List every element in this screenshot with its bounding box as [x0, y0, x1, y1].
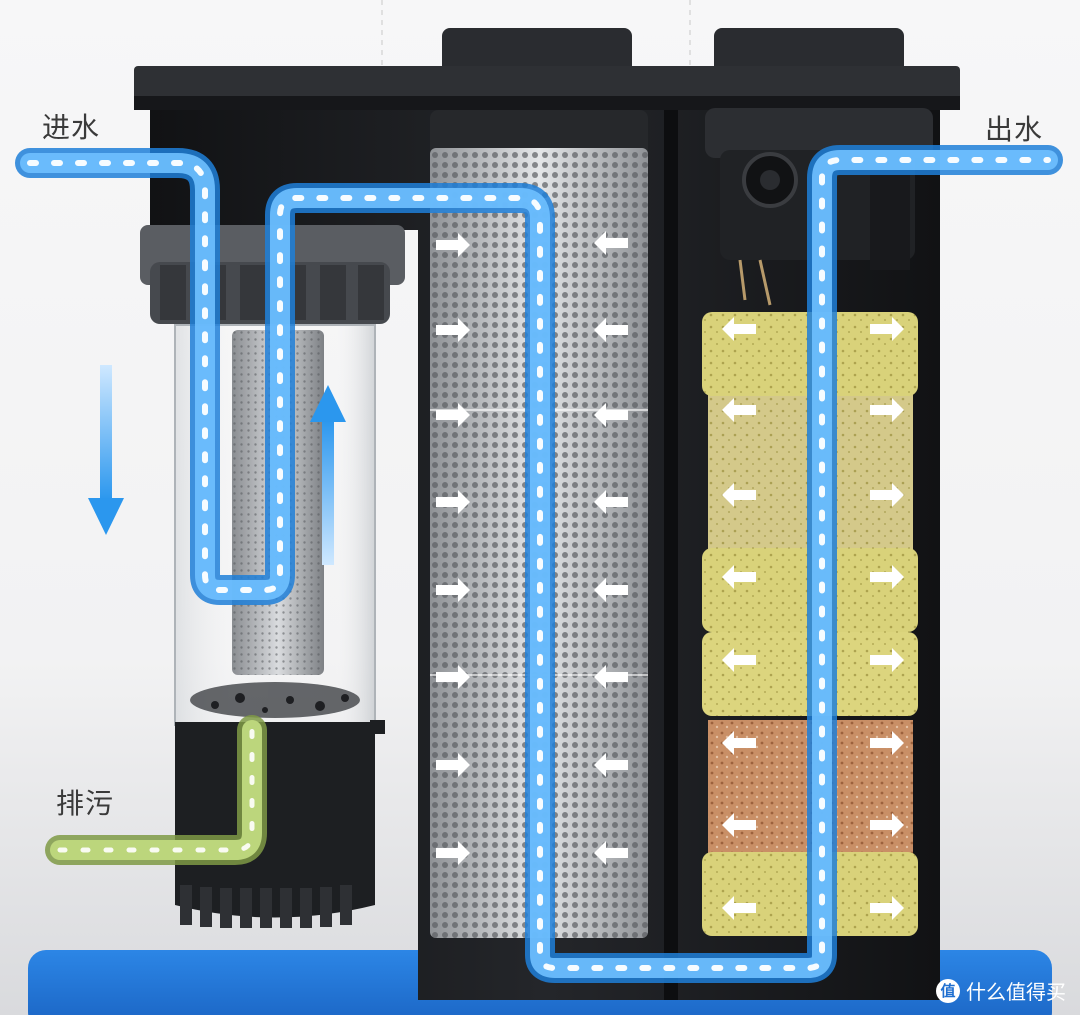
- drain-label: 排污: [56, 787, 115, 820]
- waste-flow-path: [45, 715, 267, 865]
- top-cap-left: [442, 28, 632, 74]
- watermark-badge-icon: 值: [936, 978, 960, 1003]
- outlet-label: 出水: [985, 113, 1044, 146]
- top-cap-right: [714, 28, 904, 74]
- media-flow-arrows: [722, 317, 904, 920]
- watermark-text: 什么值得买: [966, 980, 1066, 1004]
- watermark: 值 什么值得买: [936, 976, 1066, 1005]
- up-flow-arrow-icon: [310, 385, 346, 565]
- down-flow-arrow-icon: [88, 365, 124, 535]
- water-flow-path: [15, 145, 1063, 983]
- carbon-flow-arrows: [436, 231, 628, 865]
- inlet-label: 进水: [42, 111, 101, 144]
